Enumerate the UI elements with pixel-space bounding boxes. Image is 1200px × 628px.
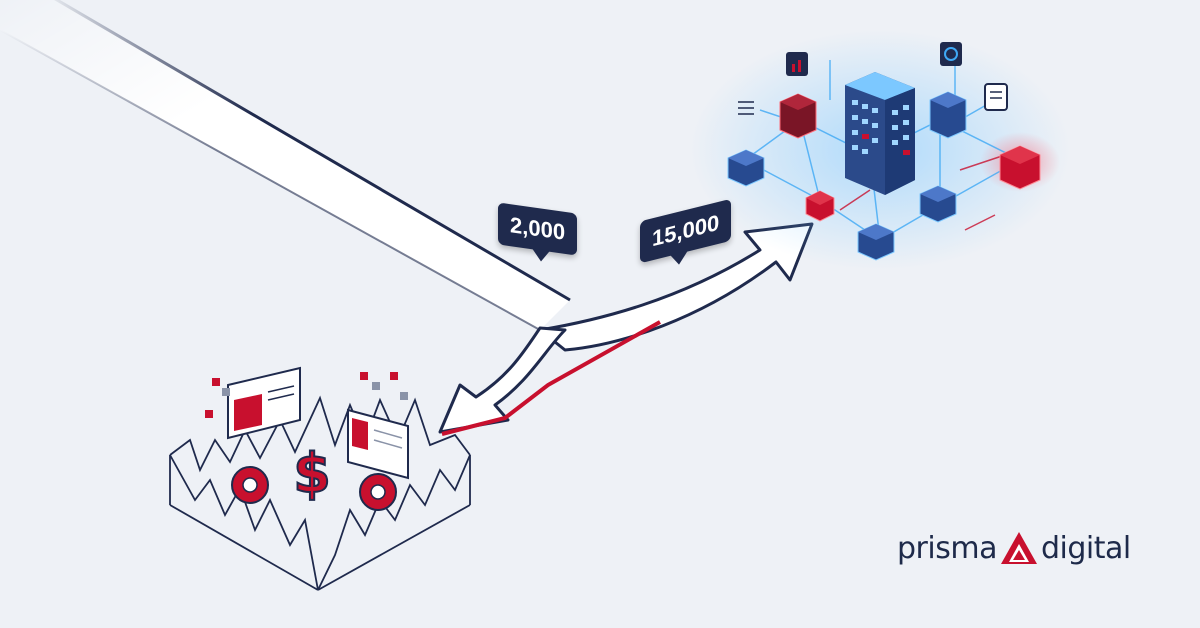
cube-icon <box>919 185 957 223</box>
broken-window-icon <box>227 366 301 440</box>
cube-icon <box>727 149 765 187</box>
broken-window-icon <box>347 408 409 480</box>
cube-icon <box>929 91 967 139</box>
trap-pit-icon <box>169 395 471 591</box>
cube-icon <box>857 223 895 261</box>
incoming-stream-arrow <box>0 0 571 331</box>
left-branch-arrow <box>438 320 661 436</box>
svg-text:$: $ <box>293 442 331 505</box>
chat-bubble-icon <box>786 52 808 76</box>
pixel-debris <box>205 372 408 418</box>
chat-bubble-icon <box>940 42 962 66</box>
cube-icon <box>779 93 817 139</box>
logo-triangle-icon <box>1000 532 1037 564</box>
gear-icon <box>231 466 269 504</box>
prisma-digital-logo: prisma digital <box>897 530 1131 566</box>
brand-suffix: digital <box>1040 530 1131 566</box>
brand-prefix: prisma <box>897 530 997 566</box>
chat-bubble-icon <box>984 83 1008 111</box>
cube-icon <box>805 190 835 222</box>
server-building-icon <box>845 72 915 195</box>
list-icon <box>738 101 754 115</box>
dollar-sign-icon: $ <box>292 441 332 506</box>
cube-icon <box>999 145 1041 190</box>
server-network-cluster <box>690 30 1070 270</box>
gear-icon <box>359 473 397 511</box>
